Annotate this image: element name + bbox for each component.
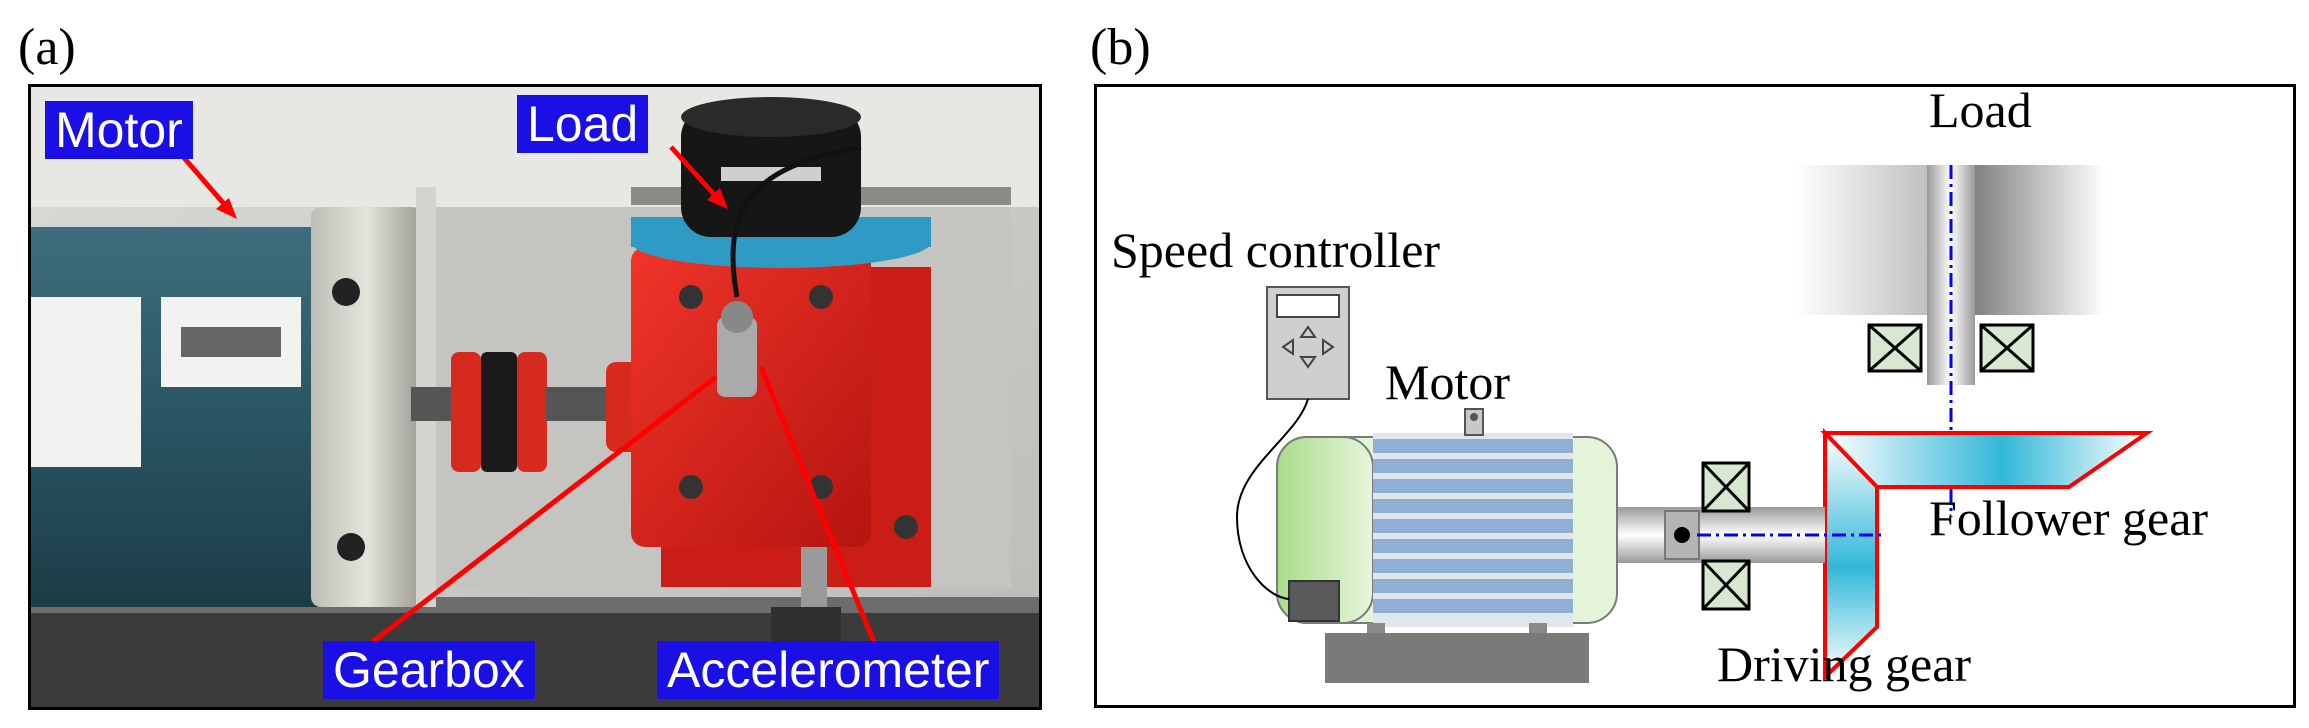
schematic-drawing [1235,165,2154,683]
speed-controller-label: Speed controller [1111,222,1441,278]
load-callout: Load [517,95,649,153]
panel-b-letter: (b) [1090,19,1151,76]
motor-callout: Motor [45,101,193,159]
gear-transmission-schematic: Load Speed controller Motor Follower gea… [1094,84,2296,708]
driving-gear-label: Driving gear [1717,636,1972,692]
follower-gear-label: Follower gear [1929,490,2209,546]
photo-illustration [31,87,1039,707]
accelerometer-callout: Accelerometer [657,641,1000,699]
gearbox-callout: Gearbox [323,641,535,699]
test-rig-photo: Motor Load Gearbox Accelerometer [28,84,1042,710]
panel-a-letter: (a) [18,19,76,76]
schematic-motor-label: Motor [1385,354,1510,410]
schematic-load-label: Load [1929,84,2032,138]
